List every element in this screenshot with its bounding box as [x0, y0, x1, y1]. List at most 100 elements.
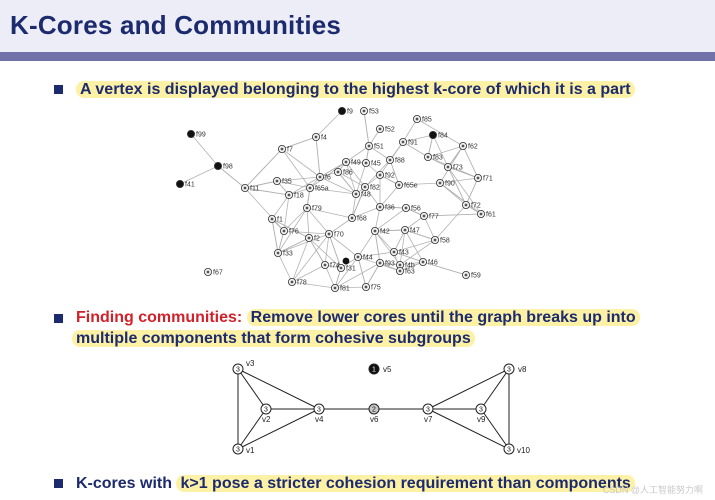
community-node-label: v7	[424, 415, 433, 424]
graph-edge	[277, 207, 308, 254]
graph-edge	[291, 237, 310, 283]
graph-edge	[291, 233, 330, 283]
graph-node-dot	[426, 155, 430, 159]
graph-node-label: f93	[385, 261, 395, 268]
graph-node-dot	[282, 229, 286, 233]
graph-edge	[364, 186, 381, 208]
graph-node: f88	[385, 156, 405, 165]
community-node-core: 3	[264, 407, 268, 414]
graph-node-label: f46	[428, 260, 438, 267]
graph-node-dot	[314, 135, 318, 139]
bullet-square-1	[54, 85, 63, 94]
graph-edge	[345, 161, 366, 188]
graph-node-dot	[243, 186, 247, 190]
graph-node: f61	[476, 210, 496, 219]
graph-node: f75	[361, 282, 381, 292]
graph-node: f56	[401, 204, 421, 213]
graph-node-label: f81	[340, 286, 350, 293]
graph-node: f46	[418, 257, 438, 267]
graph-node-label: f52	[385, 127, 395, 134]
graph-edge	[309, 187, 357, 195]
graph-node-label: f35	[282, 179, 292, 186]
graph-edge	[462, 145, 479, 179]
graph-node: f11	[241, 184, 259, 193]
graph-node-label: f4b	[405, 263, 415, 270]
graph-edge	[374, 230, 395, 253]
community-node-v3: 3v3	[232, 359, 255, 375]
graph-edge	[357, 251, 395, 258]
graph-edge	[308, 237, 342, 269]
graph-node-label: f9	[347, 109, 353, 116]
graph-node: f65e	[394, 181, 418, 190]
graph-edge	[432, 134, 449, 168]
graph-node: f63	[395, 266, 415, 276]
graph-edge	[281, 148, 321, 178]
graph-node-dot	[308, 186, 312, 190]
graph-node-label: f43	[399, 250, 409, 257]
graph-node-label: f79	[312, 206, 322, 213]
graph-edge	[422, 261, 467, 276]
graph-node: f31	[336, 263, 356, 273]
graph-node: f36	[375, 203, 395, 212]
graph-edge	[434, 204, 467, 241]
graph-edge	[393, 239, 436, 253]
graph-edge	[281, 136, 317, 150]
graph-node-label: f2	[314, 236, 320, 243]
community-node-circle	[368, 403, 380, 415]
graph-node-label: f67	[213, 270, 223, 277]
graph-node-label: f72	[471, 203, 481, 210]
graph-edge	[244, 180, 278, 189]
community-node-label: v8	[518, 365, 527, 374]
graph-node-label: f33	[283, 251, 293, 258]
graph-edge	[374, 207, 407, 232]
graph-node-label: f18	[294, 193, 304, 200]
graph-node-dot	[398, 269, 402, 273]
graph-edge	[244, 187, 290, 196]
graph-node-dot	[344, 160, 348, 164]
graph-edge	[351, 193, 357, 219]
graph-edge	[328, 217, 353, 235]
bullet-square-2	[54, 314, 63, 323]
graph-edge	[402, 134, 434, 143]
graph-node-label: f4	[321, 135, 327, 142]
graph-node: f92	[375, 171, 395, 180]
graph-node-label: f42	[380, 229, 390, 236]
graph-node-label: f6	[325, 175, 331, 182]
graph-node-dot	[318, 175, 322, 179]
graph-node-label: f11	[250, 186, 259, 193]
graph-edge	[399, 229, 406, 266]
graph-node-label: f53	[369, 109, 379, 116]
graph-node-dot	[403, 228, 407, 232]
graph-node: f59	[461, 270, 481, 280]
graph-node: f79	[302, 204, 322, 213]
graph-node-dot	[461, 144, 465, 148]
graph-node-dot	[388, 158, 392, 162]
graph-node-dot	[354, 192, 358, 196]
graph-edge	[355, 162, 367, 195]
graph-node: f2	[304, 233, 320, 243]
community-edge	[427, 368, 510, 410]
graph-edge	[416, 118, 464, 147]
graph-node-dot	[373, 229, 377, 233]
graph-edge	[357, 230, 376, 258]
graph-node: f43	[389, 247, 409, 257]
community-edge	[480, 368, 510, 410]
graph-edge	[334, 262, 381, 289]
graph-edge	[447, 166, 467, 206]
community-edge	[427, 408, 510, 450]
graph-node-dot	[333, 286, 337, 290]
graph-node-dot	[446, 165, 450, 169]
community-node-circle	[503, 443, 515, 455]
community-node-core: 3	[507, 367, 511, 374]
community-node-core: 3	[317, 407, 321, 414]
graph-edge	[291, 264, 326, 283]
graph-node: f90	[435, 179, 455, 188]
graph-node-label: f7	[287, 147, 293, 154]
community-node-core: 3	[507, 447, 511, 454]
graph-node-label: f73	[453, 165, 463, 172]
graph-edge	[399, 261, 424, 272]
graph-node: f53	[359, 107, 379, 116]
graph-node-dot	[422, 214, 426, 218]
